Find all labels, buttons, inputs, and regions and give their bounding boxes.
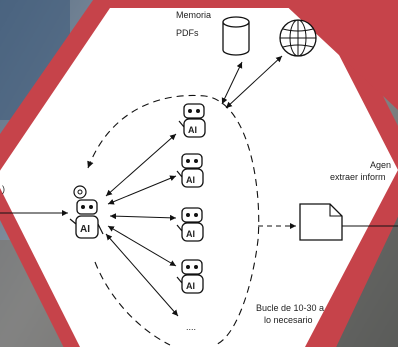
loop-label-2: lo necesario [264,315,313,325]
database-icon [222,16,250,56]
subagent-robot-icon: AI [178,103,206,138]
svg-text:AI: AI [186,281,195,291]
agent-description: extraer inform [330,172,386,182]
loop-ellipse-lower [94,261,171,346]
svg-text:AI: AI [186,175,195,185]
subagent-robot-icon: AI [176,153,204,188]
orchestrator-subagent-arrow [105,233,179,317]
svg-text:AI: AI [80,224,90,235]
subagent-robot-icon: AI [176,259,204,294]
subagent-robot-icon: AI [176,207,204,242]
document-icon [299,203,343,241]
globe-icon [279,19,317,57]
svg-text:AI: AI [188,125,197,135]
robot-to-web-arrow [225,55,283,109]
orchestrator-subagent-arrow [107,175,177,205]
orchestrator-robot-icon: AI [69,185,104,239]
agent-label: Agen [370,160,391,170]
more-subagents-ellipsis: .... [186,322,196,332]
svg-text:AI: AI [186,229,195,239]
memoria-label: Memoria [176,10,211,20]
loop-ellipse [87,94,260,346]
left-edge-fragment: ) [2,184,5,194]
pdfs-label: PDFs [176,28,199,38]
orchestrator-subagent-arrow [109,213,177,221]
loop-label: Bucle de 10-30 a [256,303,324,313]
